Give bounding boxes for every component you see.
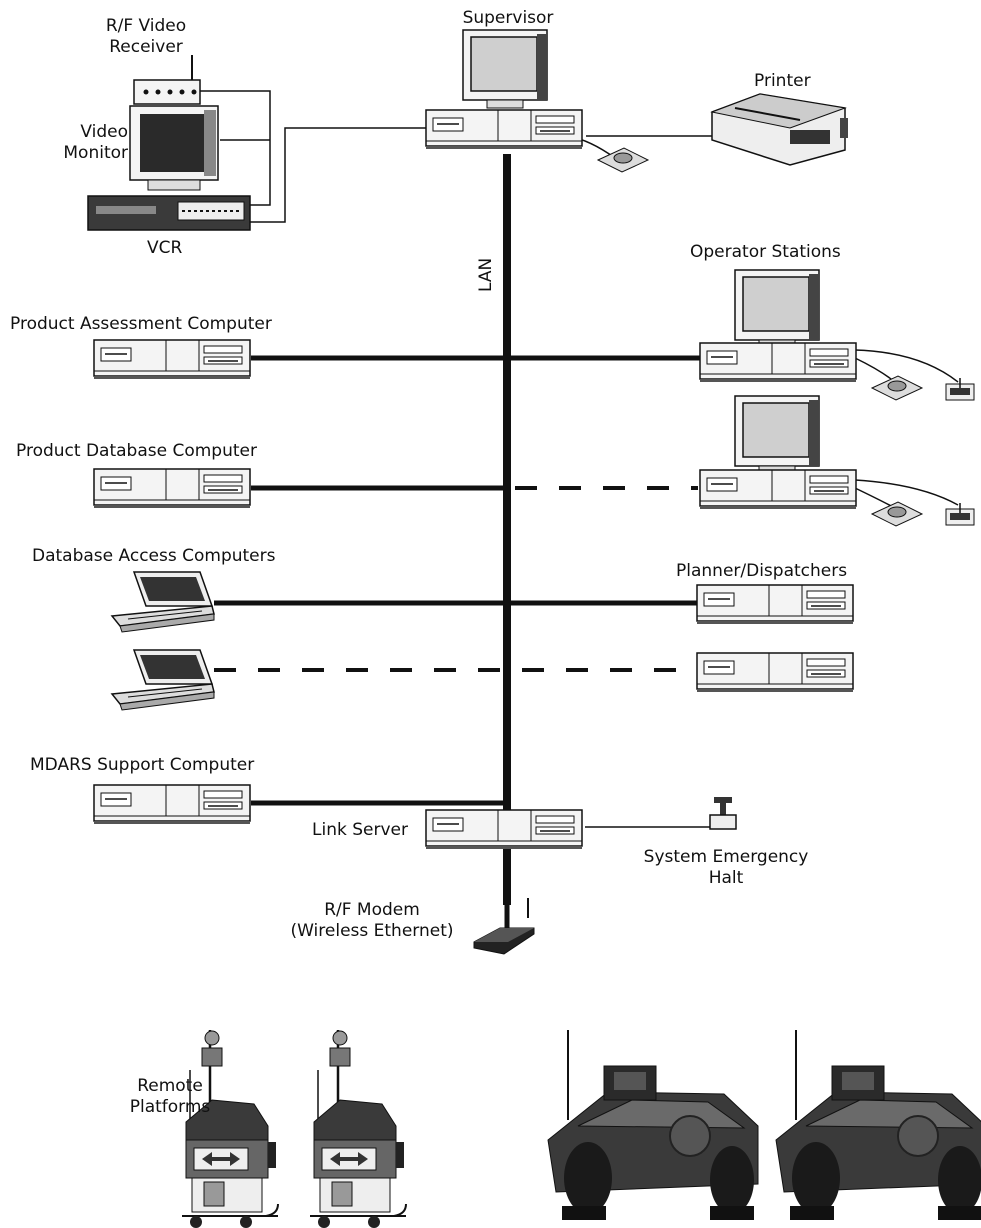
label-remote-platforms-line1: Remote	[137, 1076, 203, 1096]
planner-dispatcher-2	[696, 652, 854, 693]
operator-1-monitor	[734, 269, 820, 349]
label-link-server: Link Server	[312, 820, 408, 840]
operator-2-joystick-icon	[945, 502, 975, 526]
label-operator-stations: Operator Stations	[690, 242, 841, 262]
label-rf-video-receiver-line1: R/F Video	[105, 16, 187, 36]
supervisor-workstation	[425, 29, 649, 173]
operator-station-1	[699, 269, 975, 401]
operator-1-computer	[699, 342, 857, 383]
label-remote-platforms: Remote Platforms	[120, 1076, 220, 1118]
supervisor-monitor	[462, 29, 548, 109]
mdars-support-computer	[93, 784, 251, 825]
planner-dispatcher-1	[696, 584, 854, 625]
cable-operator-1-mouse	[854, 357, 896, 383]
operator-2-mouse-icon	[871, 501, 923, 527]
vcr-icon	[87, 195, 251, 231]
label-product-database: Product Database Computer	[16, 441, 257, 461]
rf-modem-icon	[473, 898, 535, 955]
cable-operator-1-peripherals	[854, 349, 959, 383]
label-rf-modem: R/F Modem (Wireless Ethernet)	[272, 900, 472, 942]
link-video-receiver	[200, 90, 271, 206]
label-vcr: VCR	[147, 238, 183, 258]
emergency-halt-icon	[709, 797, 737, 830]
network-links	[200, 90, 959, 905]
video-monitor-icon	[129, 105, 219, 191]
operator-1-joystick-icon	[945, 377, 975, 401]
database-access-laptop-1	[111, 571, 215, 633]
printer-icon	[710, 93, 848, 166]
remote-platform-vehicle-1	[547, 1029, 759, 1221]
remote-platform-cart-2	[308, 1028, 408, 1228]
label-system-emergency-halt: System Emergency Halt	[616, 847, 836, 889]
label-mdars-support: MDARS Support Computer	[30, 755, 255, 775]
operator-station-2	[699, 395, 975, 527]
operator-2-computer	[699, 469, 857, 510]
remote-platform-vehicle-2	[775, 1029, 981, 1221]
label-video-monitor-line2: Monitor	[63, 143, 128, 163]
cable-emergency-halt	[585, 802, 724, 828]
label-lan: LAN	[476, 257, 496, 292]
label-rf-modem-line2: (Wireless Ethernet)	[290, 921, 454, 941]
label-database-access: Database Access Computers	[32, 546, 276, 566]
label-rf-video-receiver: R/F Video Receiver	[86, 16, 206, 58]
database-access-laptop-2	[111, 649, 215, 711]
cable-operator-2-peripherals	[854, 479, 959, 506]
remote-platform-cart-1	[180, 1028, 280, 1228]
supervisor-computer	[425, 109, 583, 150]
link-server-computer	[425, 809, 583, 850]
label-printer: Printer	[754, 71, 811, 91]
label-video-monitor: Video Monitor	[40, 122, 128, 164]
label-system-emergency-line2: Halt	[708, 868, 744, 888]
link-vcr-supervisor	[250, 127, 426, 223]
label-supervisor: Supervisor	[462, 8, 554, 28]
label-video-monitor-line1: Video	[80, 122, 128, 142]
product-assessment-computer	[93, 339, 251, 380]
label-rf-modem-line1: R/F Modem	[324, 900, 420, 920]
cable-operator-2-mouse	[854, 487, 896, 509]
product-database-computer	[93, 468, 251, 509]
label-planner-dispatchers: Planner/Dispatchers	[676, 561, 848, 581]
label-remote-platforms-line2: Platforms	[129, 1097, 211, 1117]
operator-1-mouse-icon	[871, 375, 923, 401]
video-receiver-icon	[133, 55, 201, 105]
label-rf-video-receiver-line2: Receiver	[109, 37, 183, 57]
operator-2-monitor	[734, 395, 820, 475]
label-system-emergency-line1: System Emergency	[643, 847, 809, 867]
label-product-assessment: Product Assessment Computer	[10, 314, 272, 334]
